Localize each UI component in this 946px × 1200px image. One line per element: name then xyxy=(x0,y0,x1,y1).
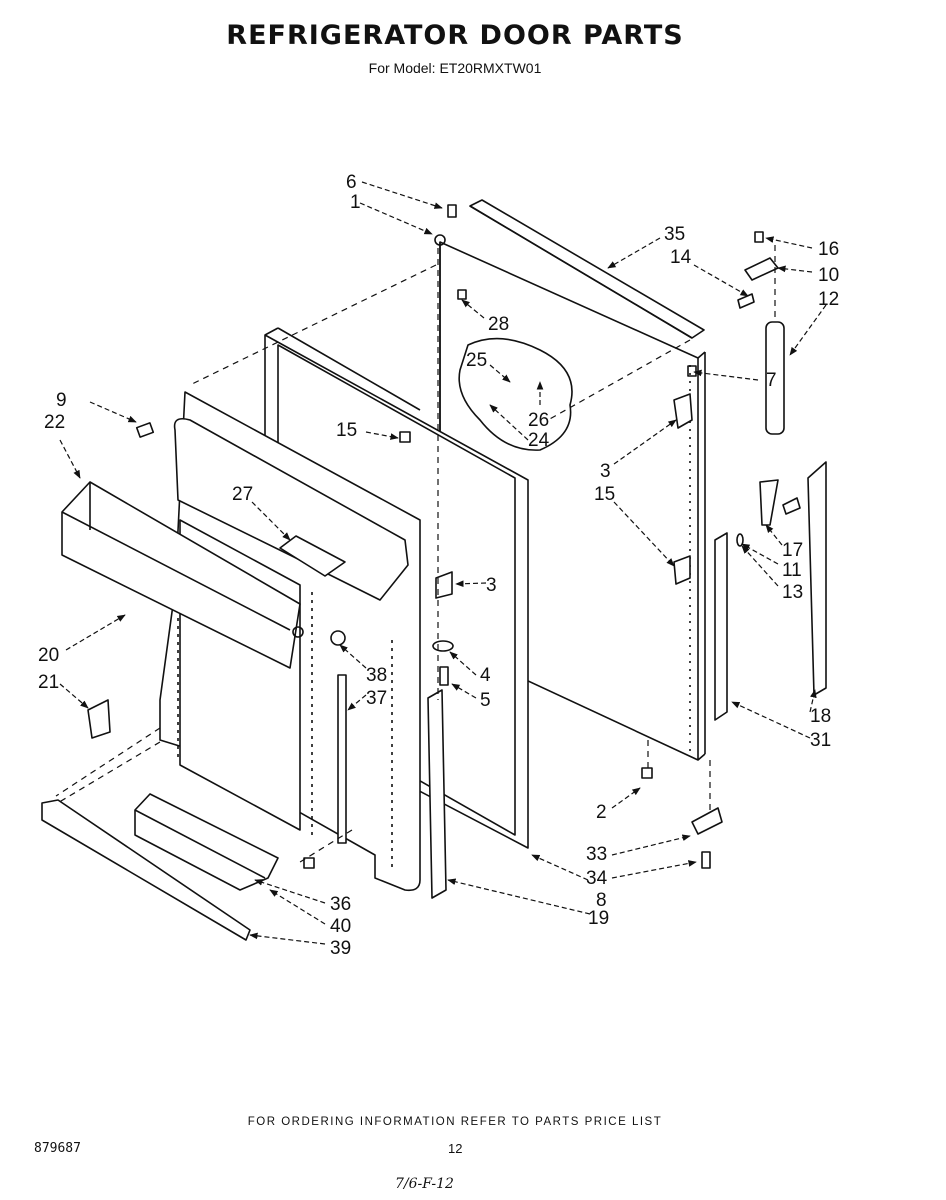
callout-19: 19 xyxy=(588,908,609,929)
side-trim-18 xyxy=(807,461,827,696)
callout-6: 6 xyxy=(346,172,357,193)
callout-1: 1 xyxy=(350,192,361,213)
callout-36: 36 xyxy=(330,894,351,915)
bottom-trim-strip xyxy=(41,799,251,941)
callout-18: 18 xyxy=(810,706,831,727)
callout-5: 5 xyxy=(480,690,491,711)
document-number: 879687 xyxy=(34,1141,81,1156)
page-title: REFRIGERATOR DOOR PARTS xyxy=(226,20,684,51)
callout-38: 38 xyxy=(366,665,387,686)
callout-21: 21 xyxy=(38,672,59,693)
bottom-bin xyxy=(134,793,279,891)
callout-25: 25 xyxy=(466,350,487,371)
front-trim-19 xyxy=(427,689,447,899)
callout-31: 31 xyxy=(810,730,831,751)
callout-15a: 15 xyxy=(336,420,357,441)
callout-11: 11 xyxy=(782,560,802,581)
callout-28: 28 xyxy=(488,314,509,335)
callout-15b: 15 xyxy=(594,484,615,505)
callout-14: 14 xyxy=(670,247,692,268)
hinge-pin-tube xyxy=(765,321,785,435)
callout-7: 7 xyxy=(766,370,777,391)
callout-8: 8 xyxy=(596,890,607,911)
butter-door xyxy=(279,535,346,577)
callout-2: 2 xyxy=(596,802,607,823)
handwritten-note: 7/6-F-12 xyxy=(395,1176,454,1192)
model-subtitle: For Model: ET20RMXTW01 xyxy=(368,60,542,76)
vertical-strip-37 xyxy=(337,674,347,844)
callout-13: 13 xyxy=(782,582,803,603)
leader-lines xyxy=(59,181,827,945)
callout-4: 4 xyxy=(480,665,491,686)
callout-9: 9 xyxy=(56,390,67,411)
callout-26: 26 xyxy=(528,410,549,431)
callout-12: 12 xyxy=(818,289,839,310)
callout-37: 37 xyxy=(366,688,387,709)
callout-10: 10 xyxy=(818,265,839,286)
callout-39: 39 xyxy=(330,938,351,959)
callout-34: 34 xyxy=(586,868,608,889)
callout-35: 35 xyxy=(664,224,685,245)
callout-16: 16 xyxy=(818,239,839,260)
callout-labels: 6 1 35 16 14 10 12 28 25 7 9 22 15 26 24… xyxy=(38,172,839,959)
top-trim-strip xyxy=(469,199,705,339)
callout-20: 20 xyxy=(38,645,59,666)
callout-40: 40 xyxy=(330,916,351,937)
callout-33: 33 xyxy=(586,844,607,865)
callout-17: 17 xyxy=(782,540,803,561)
cutaway-detail xyxy=(458,337,573,451)
callout-22: 22 xyxy=(44,412,65,433)
ordering-note: FOR ORDERING INFORMATION REFER TO PARTS … xyxy=(247,1116,663,1128)
callout-24: 24 xyxy=(528,430,550,451)
page-number: 12 xyxy=(448,1141,463,1156)
callout-27: 27 xyxy=(232,484,253,505)
alignment-lines xyxy=(55,245,776,863)
callout-3b: 3 xyxy=(486,575,497,596)
side-trim-31 xyxy=(714,532,728,721)
callout-3a: 3 xyxy=(600,461,611,482)
